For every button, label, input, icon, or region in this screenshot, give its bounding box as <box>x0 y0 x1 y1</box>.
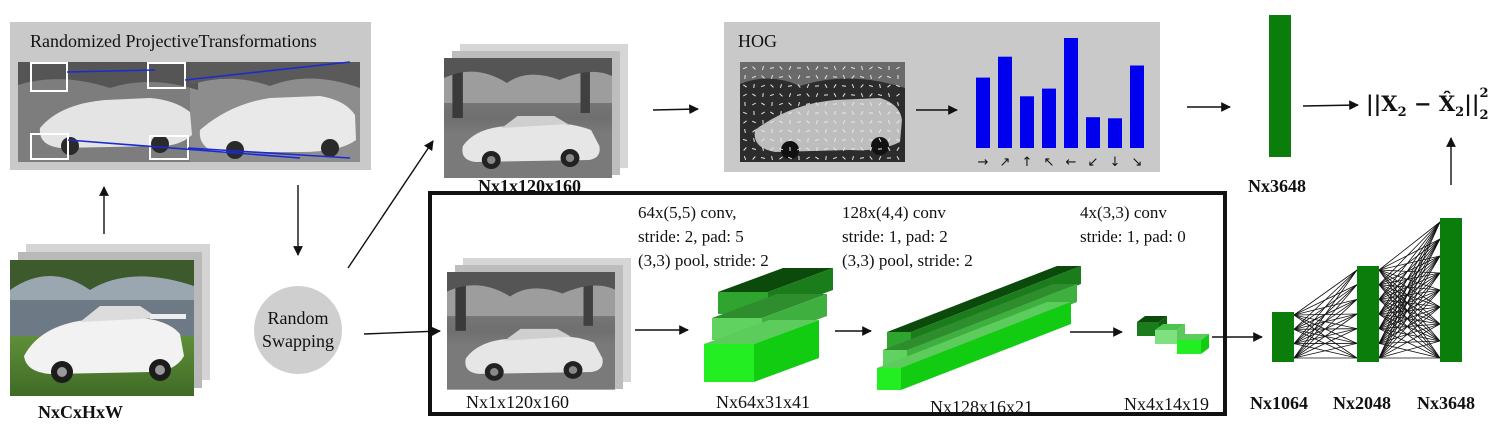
hog-bar-1 <box>976 77 990 148</box>
fully-connected-network <box>1272 218 1462 362</box>
gray-top-shape-label: Nx1x120x160 <box>478 176 581 196</box>
randomized-panel-title: Randomized ProjectiveTransformations <box>30 31 317 51</box>
conv1-output-label: Nx64x31x41 <box>716 392 810 412</box>
conv2-output-label: Nx128x16x21 <box>930 397 1033 417</box>
hog-orientation-arrow-6: ↙ <box>1088 155 1099 170</box>
loss-xhat: X̂ <box>1438 91 1456 116</box>
hog-panel: → ↗ ↑ ↖ ← ↙ ↓ ↘ <box>724 22 1160 172</box>
hog-orientation-arrow-5: ← <box>1066 155 1077 170</box>
conv3-output-label: Nx4x14x19 <box>1124 394 1209 414</box>
swap-node-label-line1: Random <box>267 308 329 328</box>
hog-bar-4 <box>1042 88 1056 148</box>
flow-arrows <box>99 100 1456 342</box>
conv1-spec-line2: stride: 2, pad: 5 <box>638 227 744 246</box>
loss-x-sub: 2 <box>1397 105 1407 121</box>
fc1-label: Nx1064 <box>1250 393 1308 413</box>
hog-orientation-arrows: → ↗ ↑ ↖ ← ↙ ↓ ↘ <box>978 155 1143 170</box>
conv1-feature-volume <box>704 268 833 382</box>
fc3-label: Nx3648 <box>1417 393 1475 413</box>
hog-bar-3 <box>1020 96 1034 148</box>
cnn-feature-box <box>428 191 1227 416</box>
transform-image-pair <box>18 61 360 162</box>
arrow-vector-to-loss <box>1302 100 1359 111</box>
hog-bar-8 <box>1130 65 1144 148</box>
conv3-feature-volume <box>1137 316 1209 354</box>
loss-minus: − <box>1406 91 1439 116</box>
loss-norm-sub: 2 <box>1479 108 1489 123</box>
loss-xhat-sub: 2 <box>1455 105 1465 121</box>
hog-bar-6 <box>1086 117 1100 148</box>
input-image-stack <box>10 244 210 396</box>
randomized-transform-panel <box>10 22 371 170</box>
fc-layer-2048 <box>1357 266 1379 362</box>
swap-node-label-line2: Swapping <box>262 331 334 351</box>
hog-panel-title: HOG <box>738 31 777 51</box>
random-swapping-node <box>254 286 342 374</box>
hog-orientation-arrow-8: ↘ <box>1132 155 1143 170</box>
arrow-stack-to-hog <box>652 104 699 115</box>
gray-image-stack-top <box>444 44 628 178</box>
gray-bottom-shape-label: Nx1x120x160 <box>466 392 569 412</box>
fc2-label: Nx2048 <box>1333 393 1391 413</box>
hog-orientation-arrow-2: ↗ <box>1000 155 1011 170</box>
hog-bar-7 <box>1108 118 1122 148</box>
conv3-spec-line1: 4x(3,3) conv <box>1080 203 1167 222</box>
hog-orientation-arrow-1: → <box>978 155 989 170</box>
loss-norm-close: || <box>1464 91 1480 116</box>
conv1-spec-line3: (3,3) pool, stride: 2 <box>638 251 769 270</box>
fc-layer-3648 <box>1440 218 1462 362</box>
fc-layer-1064 <box>1272 312 1294 362</box>
hog-histogram <box>976 38 1144 149</box>
gray-car-photo-top <box>444 58 612 178</box>
loss-power: 2 <box>1479 86 1489 101</box>
conv2-spec-line3: (3,3) pool, stride: 2 <box>842 251 973 270</box>
conv3-spec-line2: stride: 1, pad: 0 <box>1080 227 1186 246</box>
hog-orientation-arrow-7: ↓ <box>1110 155 1121 170</box>
input-shape-label: NxCxHxW <box>38 402 123 422</box>
hog-orientation-arrow-4: ↖ <box>1044 155 1055 170</box>
gray-car-photo-bottom <box>447 272 615 390</box>
arrow-swap-to-cnn <box>363 326 441 337</box>
arrow-swap-to-top-stack <box>347 140 434 269</box>
conv2-feature-volume <box>877 266 1081 390</box>
conv2-spec-line1: 128x(4,4) conv <box>842 203 946 222</box>
loss-x: X <box>1381 91 1398 116</box>
hog-orientation-arrow-3: ↑ <box>1022 155 1033 170</box>
hog-vector-label: Nx3648 <box>1248 176 1306 196</box>
hog-bar-2 <box>998 56 1012 149</box>
hog-vector-bar <box>1269 15 1291 157</box>
loss-norm-open: || <box>1366 91 1382 116</box>
gray-image-stack-bottom <box>447 258 631 390</box>
conv2-spec-line2: stride: 1, pad: 2 <box>842 227 948 246</box>
hog-bar-5 <box>1064 38 1078 148</box>
conv1-spec-line1: 64x(5,5) conv, <box>638 203 737 222</box>
hog-feature-image <box>740 62 905 162</box>
input-color-photo <box>10 260 194 396</box>
